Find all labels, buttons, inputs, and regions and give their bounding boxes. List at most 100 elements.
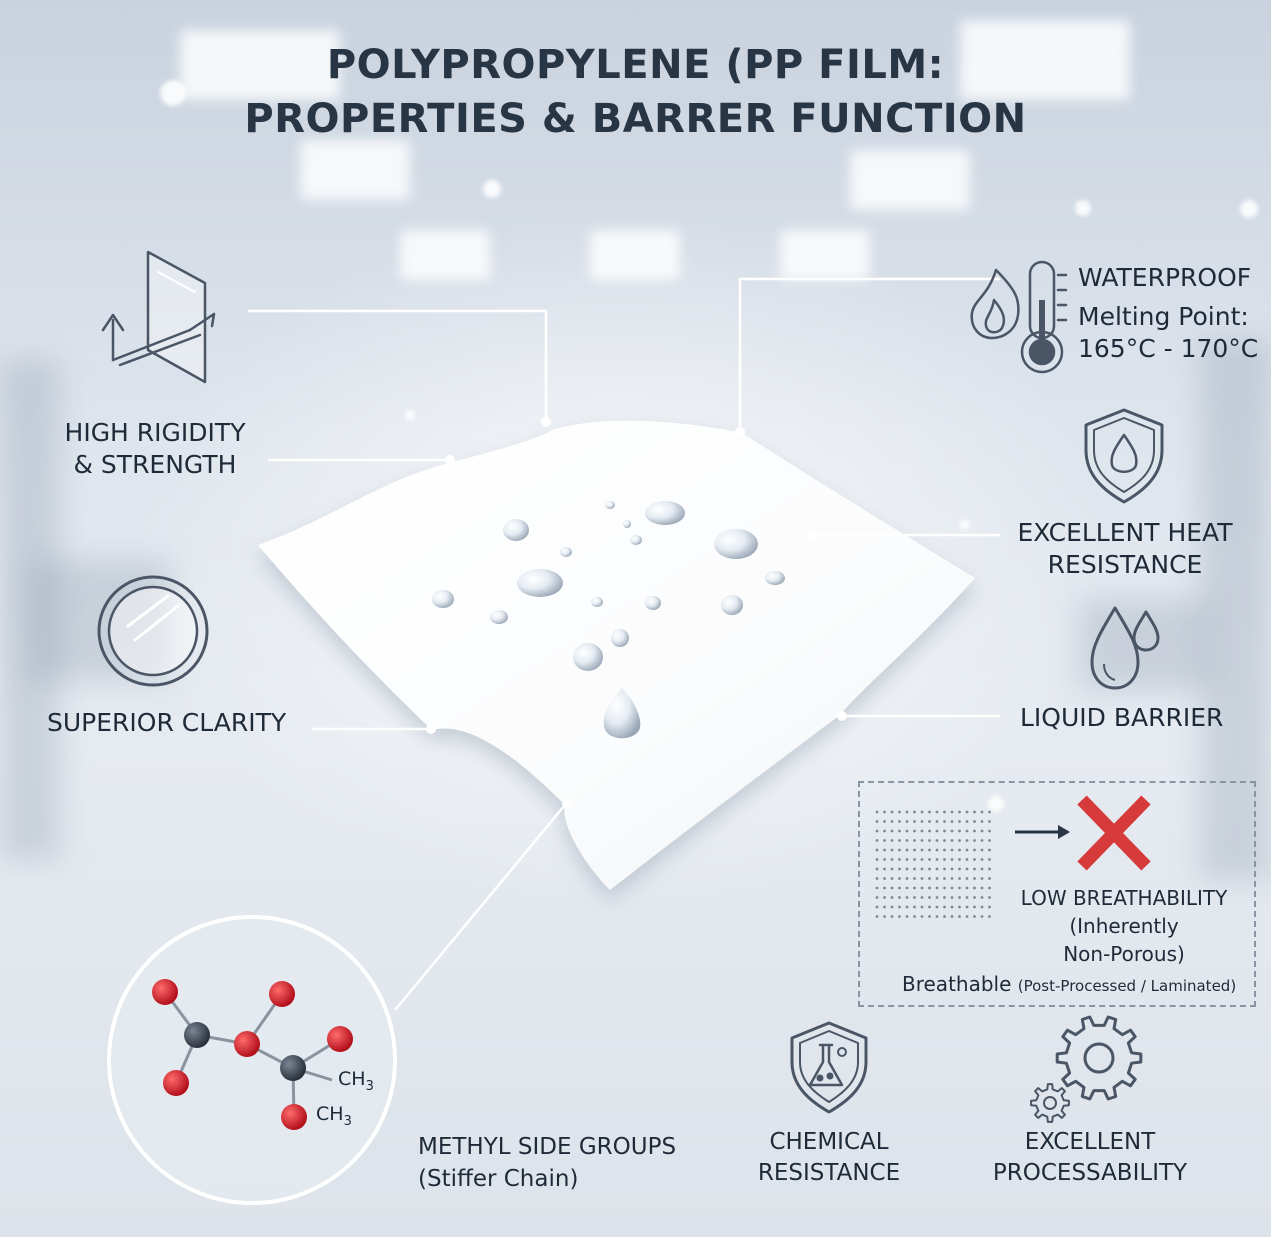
pore-dot bbox=[935, 810, 939, 814]
pore-dot bbox=[898, 829, 901, 833]
pp-film-sheet bbox=[258, 420, 975, 890]
pore-dot bbox=[973, 820, 976, 823]
pore-dot bbox=[905, 867, 909, 871]
breathable-processing-note: (Post-Processed / Laminated) bbox=[1017, 977, 1237, 995]
pore-dot bbox=[898, 820, 901, 823]
pore-dot bbox=[980, 915, 984, 918]
pore-dot bbox=[950, 905, 954, 909]
pore-dot bbox=[988, 905, 991, 909]
water-drops-icon bbox=[1090, 606, 1160, 690]
pore-dot bbox=[905, 905, 909, 909]
red-x-icon bbox=[1077, 795, 1151, 871]
pore-dot bbox=[973, 877, 976, 880]
pore-dot bbox=[988, 867, 991, 871]
pore-dot bbox=[980, 810, 984, 814]
pore-dot bbox=[920, 829, 924, 833]
pore-dot bbox=[890, 839, 894, 842]
pore-dot bbox=[898, 839, 901, 842]
pore-dot bbox=[965, 839, 969, 842]
blocked-arrow-icon bbox=[1015, 825, 1070, 839]
connector-dots bbox=[426, 417, 847, 809]
heat-resistance-label: EXCELLENT HEAT RESISTANCE bbox=[1000, 517, 1250, 581]
pore-dot bbox=[958, 839, 961, 842]
melting-line-1: Melting Point: bbox=[1078, 302, 1249, 331]
pore-dot bbox=[973, 867, 976, 871]
pore-dot bbox=[890, 810, 894, 814]
pore-dot bbox=[883, 886, 886, 890]
pore-dot bbox=[875, 848, 879, 852]
pore-dot bbox=[965, 896, 969, 899]
pore-dot bbox=[905, 829, 909, 833]
pore-dot bbox=[950, 829, 954, 833]
pore-dot bbox=[928, 905, 931, 909]
pore-dot bbox=[988, 839, 991, 842]
pore-dot bbox=[928, 858, 931, 861]
pore-dot bbox=[905, 848, 909, 852]
pore-dot bbox=[875, 915, 879, 918]
connector-lines bbox=[248, 277, 1000, 1011]
breathability-panel bbox=[858, 781, 1256, 1007]
pore-dot bbox=[950, 848, 954, 852]
clarity-label: SUPERIOR CLARITY bbox=[47, 708, 287, 737]
pore-dot bbox=[898, 886, 901, 890]
pore-dot bbox=[988, 820, 991, 823]
pore-dot bbox=[913, 829, 916, 833]
pore-dot bbox=[928, 915, 931, 918]
pore-dot bbox=[958, 896, 961, 899]
pore-dot bbox=[943, 905, 946, 909]
pore-dot bbox=[980, 820, 984, 823]
pore-dot bbox=[898, 810, 901, 814]
methyl-line-2: (Stiffer Chain) bbox=[418, 1166, 579, 1192]
pore-dot bbox=[950, 810, 954, 814]
pore-dot bbox=[973, 905, 976, 909]
pore-dot bbox=[958, 867, 961, 871]
pore-dot bbox=[883, 905, 886, 909]
pore-dot bbox=[980, 848, 984, 852]
pore-dot bbox=[913, 905, 916, 909]
pore-dot bbox=[890, 886, 894, 890]
pore-dot bbox=[913, 848, 916, 852]
breathability-title: LOW BREATHABILITY bbox=[1020, 886, 1228, 910]
pore-dot bbox=[883, 810, 886, 814]
pore-dot bbox=[875, 858, 879, 861]
pore-dot bbox=[890, 820, 894, 823]
pore-dot bbox=[875, 886, 879, 890]
pore-dot bbox=[883, 896, 886, 899]
pore-dot bbox=[980, 886, 984, 890]
ch3-a-sub: 3 bbox=[365, 1078, 374, 1094]
pore-dot bbox=[905, 886, 909, 890]
pore-dot bbox=[935, 839, 939, 842]
pore-dot bbox=[890, 877, 894, 880]
ch3-label-a: CH3 bbox=[338, 1068, 374, 1094]
pore-dot bbox=[973, 829, 976, 833]
pore-dot bbox=[875, 905, 879, 909]
pore-dot bbox=[988, 858, 991, 861]
pore-dot bbox=[935, 886, 939, 890]
pore-dot bbox=[965, 905, 969, 909]
pore-dot bbox=[935, 905, 939, 909]
pore-dot bbox=[950, 867, 954, 871]
chemical-line-2: RESISTANCE bbox=[757, 1160, 901, 1186]
shield-flask-icon bbox=[790, 1021, 868, 1114]
pore-dot bbox=[883, 820, 886, 823]
pore-dot bbox=[973, 848, 976, 852]
pore-dot bbox=[980, 877, 984, 880]
breathability-sub-2: Non-Porous) bbox=[1063, 942, 1185, 966]
pore-dot bbox=[928, 867, 931, 871]
pore-dot bbox=[875, 829, 879, 833]
low-breathability-label: LOW BREATHABILITY (Inherently Non-Porous… bbox=[1004, 884, 1244, 968]
pore-dot bbox=[973, 858, 976, 861]
breathability-sub-1: (Inherently bbox=[1069, 914, 1179, 938]
pore-dot bbox=[935, 820, 939, 823]
pore-dot bbox=[943, 820, 946, 823]
pore-dot bbox=[875, 810, 879, 814]
pore-dot bbox=[898, 896, 901, 899]
rigidity-line-2: & STRENGTH bbox=[73, 450, 237, 479]
pore-dot bbox=[935, 915, 939, 918]
pore-dot bbox=[980, 858, 984, 861]
flame-thermometer-icon bbox=[970, 260, 1068, 374]
pore-dot bbox=[920, 915, 924, 918]
pore-dot bbox=[905, 820, 909, 823]
pore-dot bbox=[935, 896, 939, 899]
pore-dot bbox=[965, 848, 969, 852]
